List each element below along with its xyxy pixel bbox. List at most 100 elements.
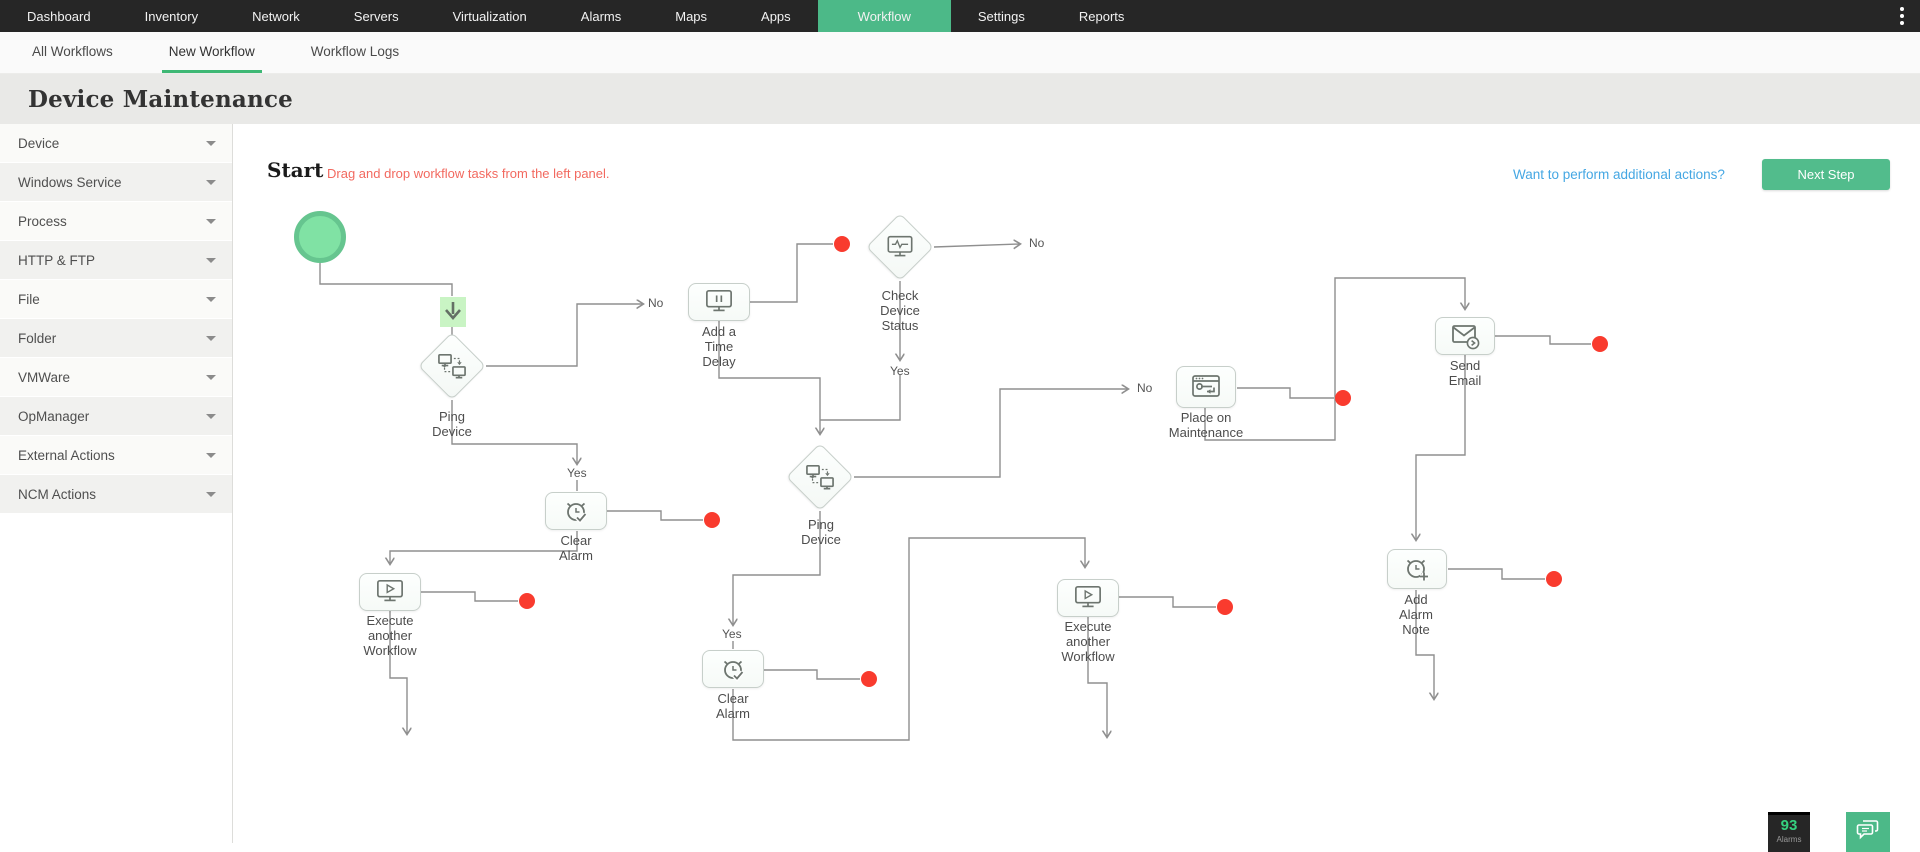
tab-new-workflow[interactable]: New Workflow: [161, 32, 262, 73]
chevron-down-icon: [206, 218, 216, 224]
sidebar-item-label: Windows Service: [18, 174, 122, 190]
branch-label-yes: Yes: [890, 364, 910, 378]
chevron-down-icon: [206, 335, 216, 341]
nav-item-settings[interactable]: Settings: [977, 8, 1025, 24]
chevron-down-icon: [206, 257, 216, 263]
sidebar-item-windows-service[interactable]: Windows Service: [0, 163, 232, 202]
tab-workflow-logs[interactable]: Workflow Logs: [310, 43, 400, 59]
chevron-down-icon: [206, 296, 216, 302]
ping-icon: [797, 454, 843, 500]
chevron-down-icon: [206, 413, 216, 419]
node-label: Execute another Workflow: [1061, 619, 1115, 664]
add-alarm-note-icon: [1402, 554, 1432, 584]
endpoint-dot[interactable]: [861, 671, 877, 687]
endpoint-dot[interactable]: [834, 236, 850, 252]
sidebar-item-vmware[interactable]: VMWare: [0, 358, 232, 397]
nav-item-servers[interactable]: Servers: [353, 8, 399, 24]
node-ping-device-1[interactable]: [418, 332, 486, 400]
node-clear-alarm-2[interactable]: [702, 650, 764, 688]
node-add-alarm-note[interactable]: [1387, 549, 1447, 589]
sidebar-item-label: NCM Actions: [18, 486, 97, 502]
endpoint-dot[interactable]: [1592, 336, 1608, 352]
sidebar-item-process[interactable]: Process: [0, 202, 232, 241]
execute-workflow-icon: [373, 578, 407, 606]
chat-icon: [1855, 817, 1881, 846]
node-check-device-status[interactable]: [866, 213, 934, 281]
branch-label-yes: Yes: [722, 627, 742, 641]
clear-alarm-icon: [718, 654, 748, 684]
node-place-on-maintenance[interactable]: [1176, 366, 1236, 408]
additional-actions-link[interactable]: Want to perform additional actions?: [1513, 167, 1725, 182]
sidebar-item-external-actions[interactable]: External Actions: [0, 436, 232, 475]
node-execute-workflow-2[interactable]: [1057, 579, 1119, 617]
task-palette-sidebar: Device Windows Service Process HTTP & FT…: [0, 124, 233, 843]
nav-item-virtualization[interactable]: Virtualization: [452, 8, 527, 24]
node-clear-alarm-1[interactable]: [545, 492, 607, 530]
sidebar-item-folder[interactable]: Folder: [0, 319, 232, 358]
node-label: Clear Alarm: [716, 691, 750, 721]
sidebar-item-label: External Actions: [18, 447, 115, 463]
node-add-time-delay[interactable]: [688, 283, 750, 321]
sidebar-item-label: OpManager: [18, 408, 90, 424]
nav-item-alarms[interactable]: Alarms: [580, 8, 622, 24]
workflow-tabbar: All Workflows New Workflow Workflow Logs: [0, 32, 1920, 74]
tab-all-workflows[interactable]: All Workflows: [32, 43, 113, 59]
node-label: Add a Time Delay: [702, 324, 736, 369]
sidebar-item-label: Folder: [18, 330, 57, 346]
maintenance-icon: [1189, 372, 1223, 402]
alarm-count-badge[interactable]: 93 Alarms: [1768, 812, 1810, 852]
alarm-count: 93: [1780, 817, 1798, 834]
endpoint-dot[interactable]: [1546, 571, 1562, 587]
branch-label-no: No: [1029, 236, 1045, 250]
chat-support-button[interactable]: [1846, 812, 1890, 852]
alarm-count-label: Alarms: [1776, 835, 1802, 844]
node-label: Execute another Workflow: [363, 613, 417, 658]
sidebar-item-opmanager[interactable]: OpManager: [0, 397, 232, 436]
branch-label-no: No: [1137, 381, 1153, 395]
branch-label-yes: Yes: [567, 466, 587, 480]
nav-item-inventory[interactable]: Inventory: [144, 8, 199, 24]
chevron-down-icon: [206, 452, 216, 458]
sidebar-item-http-ftp[interactable]: HTTP & FTP: [0, 241, 232, 280]
clear-alarm-icon: [561, 496, 591, 526]
endpoint-dot[interactable]: [1217, 599, 1233, 615]
drag-drop-hint: Drag and drop workflow tasks from the le…: [327, 166, 610, 181]
title-bar: Device Maintenance: [0, 74, 1920, 124]
chevron-down-icon: [206, 491, 216, 497]
nav-item-maps[interactable]: Maps: [675, 8, 708, 24]
page-title: Device Maintenance: [28, 85, 293, 113]
sidebar-item-label: HTTP & FTP: [18, 252, 96, 268]
send-email-icon: [1450, 322, 1481, 351]
drop-arrow-icon: [445, 302, 461, 320]
node-ping-device-2[interactable]: [786, 443, 854, 511]
sidebar-item-ncm-actions[interactable]: NCM Actions: [0, 475, 232, 514]
nav-item-dashboard[interactable]: Dashboard: [27, 8, 91, 24]
node-label: Add Alarm Note: [1399, 592, 1433, 637]
chevron-down-icon: [206, 374, 216, 380]
endpoint-dot[interactable]: [704, 512, 720, 528]
nav-item-network[interactable]: Network: [252, 8, 300, 24]
nav-item-reports[interactable]: Reports: [1078, 8, 1125, 24]
endpoint-dot[interactable]: [519, 593, 535, 609]
kebab-menu-icon[interactable]: [1884, 0, 1920, 32]
node-send-email[interactable]: [1435, 317, 1495, 355]
nav-item-apps[interactable]: Apps: [761, 8, 791, 24]
node-label: Ping Device: [432, 409, 472, 439]
sidebar-item-file[interactable]: File: [0, 280, 232, 319]
node-label: Ping Device: [801, 517, 841, 547]
top-navigation: Dashboard Inventory Network Servers Virt…: [0, 0, 1920, 32]
sidebar-item-label: Device: [18, 135, 60, 151]
sidebar-item-device[interactable]: Device: [0, 124, 232, 163]
next-step-button[interactable]: Next Step: [1762, 159, 1890, 190]
chevron-down-icon: [206, 179, 216, 185]
workflow-start-node[interactable]: [294, 211, 346, 263]
endpoint-dot[interactable]: [1335, 390, 1351, 406]
start-section-label: Start: [267, 158, 324, 182]
device-status-icon: [877, 224, 923, 270]
nav-item-workflow[interactable]: Workflow: [817, 0, 951, 32]
node-label: Clear Alarm: [559, 533, 593, 563]
node-execute-workflow-1[interactable]: [359, 573, 421, 611]
node-label: Check Device Status: [880, 288, 920, 333]
drop-target-highlight: [440, 297, 466, 327]
